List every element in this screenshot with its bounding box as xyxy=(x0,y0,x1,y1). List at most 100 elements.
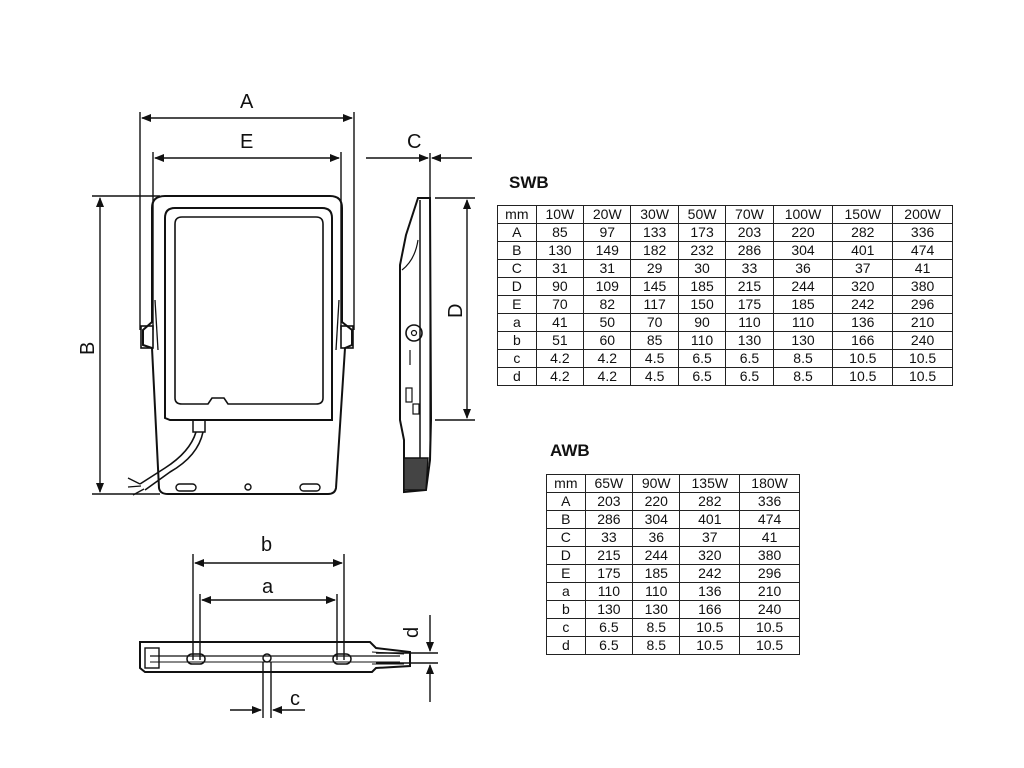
swb-header-cell: 50W xyxy=(677,205,727,224)
swb-value-cell: 50 xyxy=(583,313,632,332)
awb-value-cell: 10.5 xyxy=(739,618,800,637)
dim-d xyxy=(376,615,438,702)
awb-value-cell: 296 xyxy=(739,564,800,583)
swb-value-cell: 130 xyxy=(772,331,834,350)
front-lens xyxy=(174,216,324,405)
awb-value-cell: 110 xyxy=(632,582,681,601)
swb-value-cell: 30 xyxy=(677,259,727,278)
awb-value-cell: 41 xyxy=(739,528,800,547)
swb-header-cell: 200W xyxy=(892,205,953,224)
left-bracket-tab xyxy=(140,325,154,349)
swb-row-label: B xyxy=(497,241,537,260)
swb-value-cell: 4.2 xyxy=(535,367,585,386)
swb-row-label: d xyxy=(497,367,537,386)
dim-b xyxy=(192,554,345,660)
dim-D-label: D xyxy=(445,304,467,318)
awb-value-cell: 37 xyxy=(679,528,741,547)
awb-value-cell: 304 xyxy=(632,510,681,529)
swb-value-cell: 33 xyxy=(725,259,774,278)
awb-value-cell: 8.5 xyxy=(632,618,681,637)
swb-value-cell: 304 xyxy=(772,241,834,260)
side-pivot xyxy=(405,324,423,342)
swb-header-cell: 20W xyxy=(583,205,632,224)
swb-value-cell: 70 xyxy=(535,295,585,314)
mount-slot-right xyxy=(299,483,321,492)
awb-value-cell: 320 xyxy=(679,546,741,565)
awb-row-label: a xyxy=(546,582,586,601)
swb-header-cell: 100W xyxy=(772,205,834,224)
awb-value-cell: 401 xyxy=(679,510,741,529)
awb-row-label: A xyxy=(546,492,586,511)
dim-A xyxy=(139,112,355,330)
swb-value-cell: 203 xyxy=(725,223,774,242)
bottom-view xyxy=(139,641,411,673)
awb-value-cell: 8.5 xyxy=(632,636,681,655)
swb-value-cell: 182 xyxy=(630,241,679,260)
swb-value-cell: 109 xyxy=(583,277,632,296)
awb-value-cell: 380 xyxy=(739,546,800,565)
swb-value-cell: 286 xyxy=(725,241,774,260)
awb-value-cell: 130 xyxy=(584,600,634,619)
awb-value-cell: 110 xyxy=(584,582,634,601)
awb-value-cell: 474 xyxy=(739,510,800,529)
swb-value-cell: 242 xyxy=(832,295,894,314)
dim-A-label: A xyxy=(240,91,254,113)
swb-value-cell: 97 xyxy=(583,223,632,242)
swb-value-cell: 130 xyxy=(725,331,774,350)
swb-row-label: A xyxy=(497,223,537,242)
swb-value-cell: 282 xyxy=(832,223,894,242)
swb-value-cell: 70 xyxy=(630,313,679,332)
power-cable xyxy=(139,431,197,485)
awb-value-cell: 130 xyxy=(632,600,681,619)
dim-c xyxy=(230,662,305,718)
swb-value-cell: 4.5 xyxy=(630,349,679,368)
swb-value-cell: 215 xyxy=(725,277,774,296)
awb-header-cell: 65W xyxy=(584,474,634,493)
swb-value-cell: 10.5 xyxy=(832,367,894,386)
swb-value-cell: 85 xyxy=(535,223,585,242)
swb-value-cell: 8.5 xyxy=(772,349,834,368)
dim-E-label: E xyxy=(240,131,253,153)
swb-value-cell: 37 xyxy=(832,259,894,278)
awb-value-cell: 10.5 xyxy=(679,618,741,637)
awb-value-cell: 136 xyxy=(679,582,741,601)
awb-row-label: b xyxy=(546,600,586,619)
swb-value-cell: 110 xyxy=(725,313,774,332)
swb-value-cell: 31 xyxy=(583,259,632,278)
awb-value-cell: 210 xyxy=(739,582,800,601)
dim-a-label: a xyxy=(262,576,274,598)
swb-value-cell: 41 xyxy=(535,313,585,332)
swb-value-cell: 240 xyxy=(892,331,953,350)
swb-value-cell: 150 xyxy=(677,295,727,314)
swb-header-cell: 150W xyxy=(832,205,894,224)
swb-value-cell: 336 xyxy=(892,223,953,242)
swb-value-cell: 474 xyxy=(892,241,953,260)
awb-value-cell: 242 xyxy=(679,564,741,583)
awb-value-cell: 336 xyxy=(739,492,800,511)
awb-value-cell: 6.5 xyxy=(584,636,634,655)
swb-value-cell: 6.5 xyxy=(725,349,774,368)
swb-value-cell: 4.5 xyxy=(630,367,679,386)
awb-value-cell: 6.5 xyxy=(584,618,634,637)
awb-row-label: E xyxy=(546,564,586,583)
swb-header-cell: 70W xyxy=(725,205,774,224)
dim-E xyxy=(152,152,342,330)
swb-value-cell: 110 xyxy=(677,331,727,350)
mount-hole xyxy=(244,483,252,491)
awb-value-cell: 220 xyxy=(632,492,681,511)
awb-row-label: c xyxy=(546,618,586,637)
awb-value-cell: 282 xyxy=(679,492,741,511)
awb-header-cell: 135W xyxy=(679,474,741,493)
